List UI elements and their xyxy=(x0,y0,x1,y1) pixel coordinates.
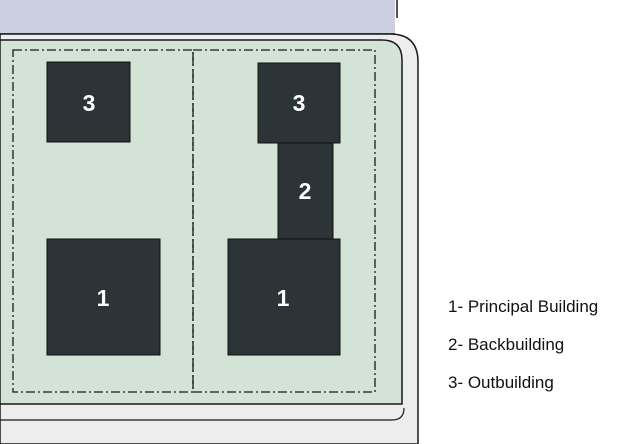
lot-1-boundary xyxy=(12,49,194,393)
building-label: 2 xyxy=(299,178,312,204)
building-lot1-principal: 1 xyxy=(46,238,161,356)
building-lot2-principal: 1 xyxy=(227,238,341,356)
legend-item-outbuilding: 3- Outbuilding xyxy=(448,373,554,392)
legend-item-principal-building: 1- Principal Building xyxy=(448,297,599,316)
legend-item-backbuilding: 2- Backbuilding xyxy=(448,335,565,354)
building-lot2-backbuilding: 2 xyxy=(277,142,334,240)
curb-line xyxy=(0,407,405,421)
building-label: 1 xyxy=(97,285,110,311)
building-label: 3 xyxy=(83,90,96,116)
top-street xyxy=(0,0,395,34)
legend: 1- Principal Building 2- Backbuilding 3-… xyxy=(448,293,623,407)
building-lot1-outbuilding: 3 xyxy=(46,61,131,143)
building-label: 1 xyxy=(277,285,290,311)
building-lot2-outbuilding: 3 xyxy=(257,62,341,144)
building-label: 3 xyxy=(293,90,306,116)
lot-2-boundary xyxy=(192,49,376,393)
